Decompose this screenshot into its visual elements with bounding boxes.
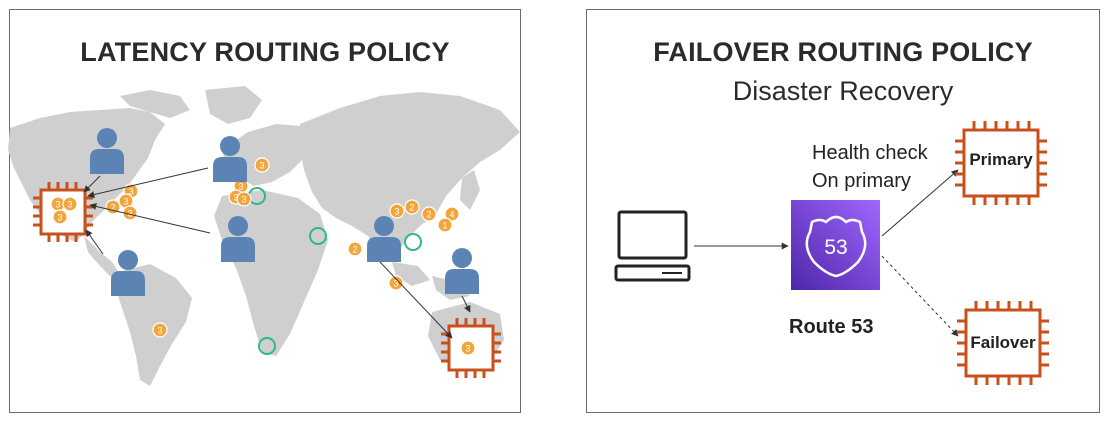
- edge-count-badge: 2: [421, 206, 437, 222]
- edge-count-badge: 2: [404, 199, 420, 215]
- svg-text:2: 2: [352, 245, 357, 255]
- svg-text:3: 3: [233, 193, 238, 203]
- failover-title: FAILOVER ROUTING POLICY: [653, 37, 1033, 67]
- svg-text:3: 3: [55, 200, 60, 210]
- svg-text:3: 3: [465, 344, 470, 354]
- region-chip-australia: [441, 318, 501, 378]
- edge-location-marker: [309, 227, 327, 245]
- failover-subtitle: Disaster Recovery: [732, 76, 954, 106]
- edge-count-badge: 4: [444, 206, 460, 222]
- edge-count-badge: 3: [460, 340, 476, 356]
- edge-count-badge: 2: [105, 199, 121, 215]
- svg-text:3: 3: [394, 207, 399, 217]
- primary-label: Primary: [969, 150, 1033, 169]
- edge-count-badge: 2: [347, 241, 363, 257]
- health-check-label-line2: On primary: [812, 170, 911, 192]
- edge-location-marker: [258, 337, 276, 355]
- failover-chip: [957, 301, 1049, 385]
- svg-text:3: 3: [157, 326, 162, 336]
- user-icon: [445, 248, 479, 294]
- svg-text:1: 1: [442, 221, 447, 231]
- svg-text:3: 3: [123, 197, 128, 207]
- edge-location-marker: [404, 233, 422, 251]
- svg-text:3: 3: [127, 209, 132, 219]
- health-check-label-line1: Health check: [812, 142, 928, 164]
- edge-count-badge: 3: [52, 209, 68, 225]
- svg-text:2: 2: [110, 203, 115, 213]
- client-laptop-icon: [614, 210, 691, 282]
- route53-label: Route 53: [789, 316, 874, 338]
- region-chip-north-america: [33, 182, 93, 242]
- svg-text:3: 3: [393, 279, 398, 289]
- edge-count-badge: 3: [389, 203, 405, 219]
- latency-title: LATENCY ROUTING POLICY: [80, 37, 450, 67]
- edge-count-badge: 3: [388, 275, 404, 291]
- route53-icon: 53: [791, 200, 880, 290]
- edge-count-badge: 3: [254, 157, 270, 173]
- svg-text:3: 3: [241, 195, 246, 205]
- svg-text:2: 2: [409, 203, 414, 213]
- svg-text:3: 3: [259, 161, 264, 171]
- edge-count-badge: 3: [236, 191, 252, 207]
- primary-chip: [955, 121, 1047, 205]
- edge-count-badge: 3: [152, 322, 168, 338]
- edge-count-badge: 3: [62, 196, 78, 212]
- svg-text:2: 2: [426, 210, 431, 220]
- svg-text:3: 3: [238, 182, 243, 192]
- svg-text:3: 3: [57, 213, 62, 223]
- svg-text:3: 3: [67, 200, 72, 210]
- failover-label: Failover: [970, 333, 1036, 352]
- edge-count-badge: 1: [437, 217, 453, 233]
- user-icon: [111, 250, 145, 296]
- svg-text:4: 4: [449, 210, 454, 220]
- world-map: [8, 86, 520, 386]
- svg-text:53: 53: [824, 236, 847, 259]
- svg-text:3: 3: [128, 187, 133, 197]
